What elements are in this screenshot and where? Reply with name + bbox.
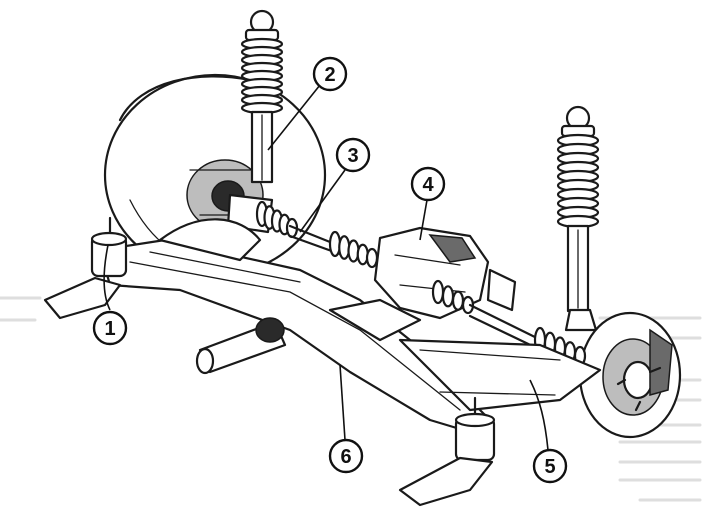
callout-6-label: 6 bbox=[340, 446, 351, 468]
cv-boot-ring bbox=[431, 279, 445, 305]
callout-1-label: 1 bbox=[104, 318, 115, 340]
right-mount-bush bbox=[398, 396, 496, 507]
cv-boot-ring bbox=[461, 295, 475, 315]
cv-boot-ring bbox=[451, 290, 465, 311]
leader-lines bbox=[103, 84, 549, 451]
right-coil-spring bbox=[556, 105, 600, 332]
left-coil-spring bbox=[240, 9, 284, 184]
callout-1: 1 bbox=[92, 310, 128, 346]
callout-2-label: 2 bbox=[324, 64, 335, 86]
exhaust-pipe bbox=[195, 317, 287, 375]
callout-2: 2 bbox=[312, 56, 348, 92]
callout-4-label: 4 bbox=[422, 174, 434, 196]
subframe bbox=[98, 218, 492, 434]
callout-4: 4 bbox=[410, 166, 446, 202]
callout-3: 3 bbox=[335, 137, 371, 173]
left-drive-shaft bbox=[226, 193, 379, 269]
differential bbox=[373, 226, 517, 320]
callout-3-label: 3 bbox=[347, 145, 358, 167]
lower-control-arm bbox=[398, 338, 602, 412]
callout-5: 5 bbox=[532, 448, 568, 484]
cv-boot-ring bbox=[441, 285, 455, 308]
cv-boot-ring bbox=[365, 247, 379, 269]
callout-6: 6 bbox=[328, 438, 364, 474]
left-mount-bush bbox=[43, 216, 128, 320]
callout-5-label: 5 bbox=[544, 456, 555, 478]
right-brake-disc bbox=[578, 311, 682, 439]
